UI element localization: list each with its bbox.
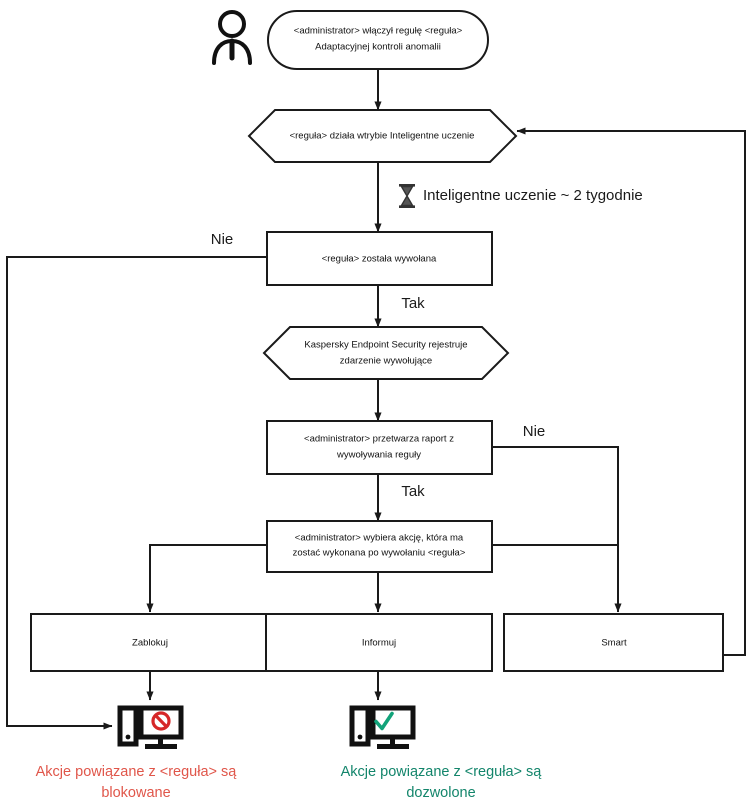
node-admin-selects-action-line-2: zostać wykonana po wywołaniu <reguła> <box>293 548 466 559</box>
node-smart-learning-state: <reguła> działa wtrybie Inteligentne ucz… <box>247 109 518 163</box>
monitor-allowed-icon <box>349 705 416 749</box>
note-smart-learning-duration: Inteligentne uczenie ~ 2 tygodnie <box>399 184 643 208</box>
node-rule-triggered-line-1: <reguła> została wywołana <box>322 254 437 265</box>
node-action-block-label: Zablokuj <box>132 638 168 649</box>
edge-label-no-from-triggered: Nie <box>211 231 234 248</box>
edge-label-yes-from-triggered: Tak <box>401 295 425 312</box>
node-rule-triggered: <reguła> została wywołana <box>266 231 493 286</box>
edge-label-no-from-report: Nie <box>523 423 546 440</box>
node-smart-learning-state-line-1: <reguła> działa wtrybie Inteligentne ucz… <box>290 131 475 142</box>
node-start-line-2: Adaptacyjnej kontroli anomalii <box>315 42 441 53</box>
outcome-allowed-line-1: Akcje powiązane z <reguła> są <box>341 764 543 780</box>
note-smart-learning-duration-text: Inteligentne uczenie ~ 2 tygodnie <box>423 187 643 204</box>
outcome-allowed-line-2: dozwolone <box>406 785 475 801</box>
outcome-blocked-line-1: Akcje powiązane z <reguła> są <box>36 764 238 780</box>
node-admin-processes-report: <administrator> przetwarza raport z wywo… <box>266 420 493 475</box>
edge-label-yes-from-report: Tak <box>401 483 425 500</box>
node-admin-selects-action-line-1: <administrator> wybiera akcję, która ma <box>295 533 464 544</box>
hourglass-icon <box>399 184 415 208</box>
monitor-blocked-icon <box>117 705 184 749</box>
node-kes-logs-event: Kaspersky Endpoint Security rejestruje z… <box>262 326 510 380</box>
node-action-inform: Informuj <box>265 613 493 672</box>
node-admin-processes-report-line-1: <administrator> przetwarza raport z <box>304 434 454 445</box>
node-kes-logs-event-line-2: zdarzenie wywołujące <box>340 356 432 367</box>
node-admin-processes-report-line-2: wywoływania reguły <box>336 450 421 461</box>
node-action-smart: Smart <box>503 613 724 672</box>
edge-admin-report-no-to-smart <box>492 446 622 613</box>
outcome-blocked-line-2: blokowane <box>101 785 170 801</box>
node-start-line-1: <administrator> włączył regułę <reguła> <box>294 26 463 37</box>
edge-smart-loop-back-to-smart-learning <box>516 127 746 656</box>
person-icon <box>212 10 252 65</box>
node-action-smart-label: Smart <box>601 638 627 649</box>
node-action-block: Zablokuj <box>30 613 271 672</box>
node-kes-logs-event-line-1: Kaspersky Endpoint Security rejestruje <box>304 340 467 351</box>
node-action-inform-label: Informuj <box>362 638 396 649</box>
node-admin-selects-action: <administrator> wybiera akcję, która ma … <box>266 520 493 573</box>
node-start: <administrator> włączył regułę <reguła> … <box>267 10 489 70</box>
edge-rule-triggered-no-to-blocked <box>6 256 267 730</box>
edge-select-action-to-block <box>146 544 267 613</box>
connector-layer <box>6 70 746 730</box>
